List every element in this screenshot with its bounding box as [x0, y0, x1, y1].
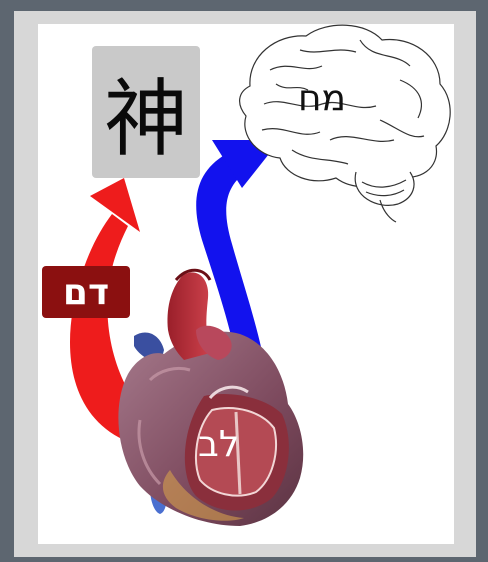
- kanji-label: 神: [104, 52, 188, 173]
- blood-label: דם: [63, 272, 109, 313]
- blood-badge: דם: [42, 266, 130, 318]
- heart-label: לב: [198, 424, 239, 465]
- kanji-box: 神: [92, 46, 200, 178]
- brain-label: מח: [298, 78, 346, 119]
